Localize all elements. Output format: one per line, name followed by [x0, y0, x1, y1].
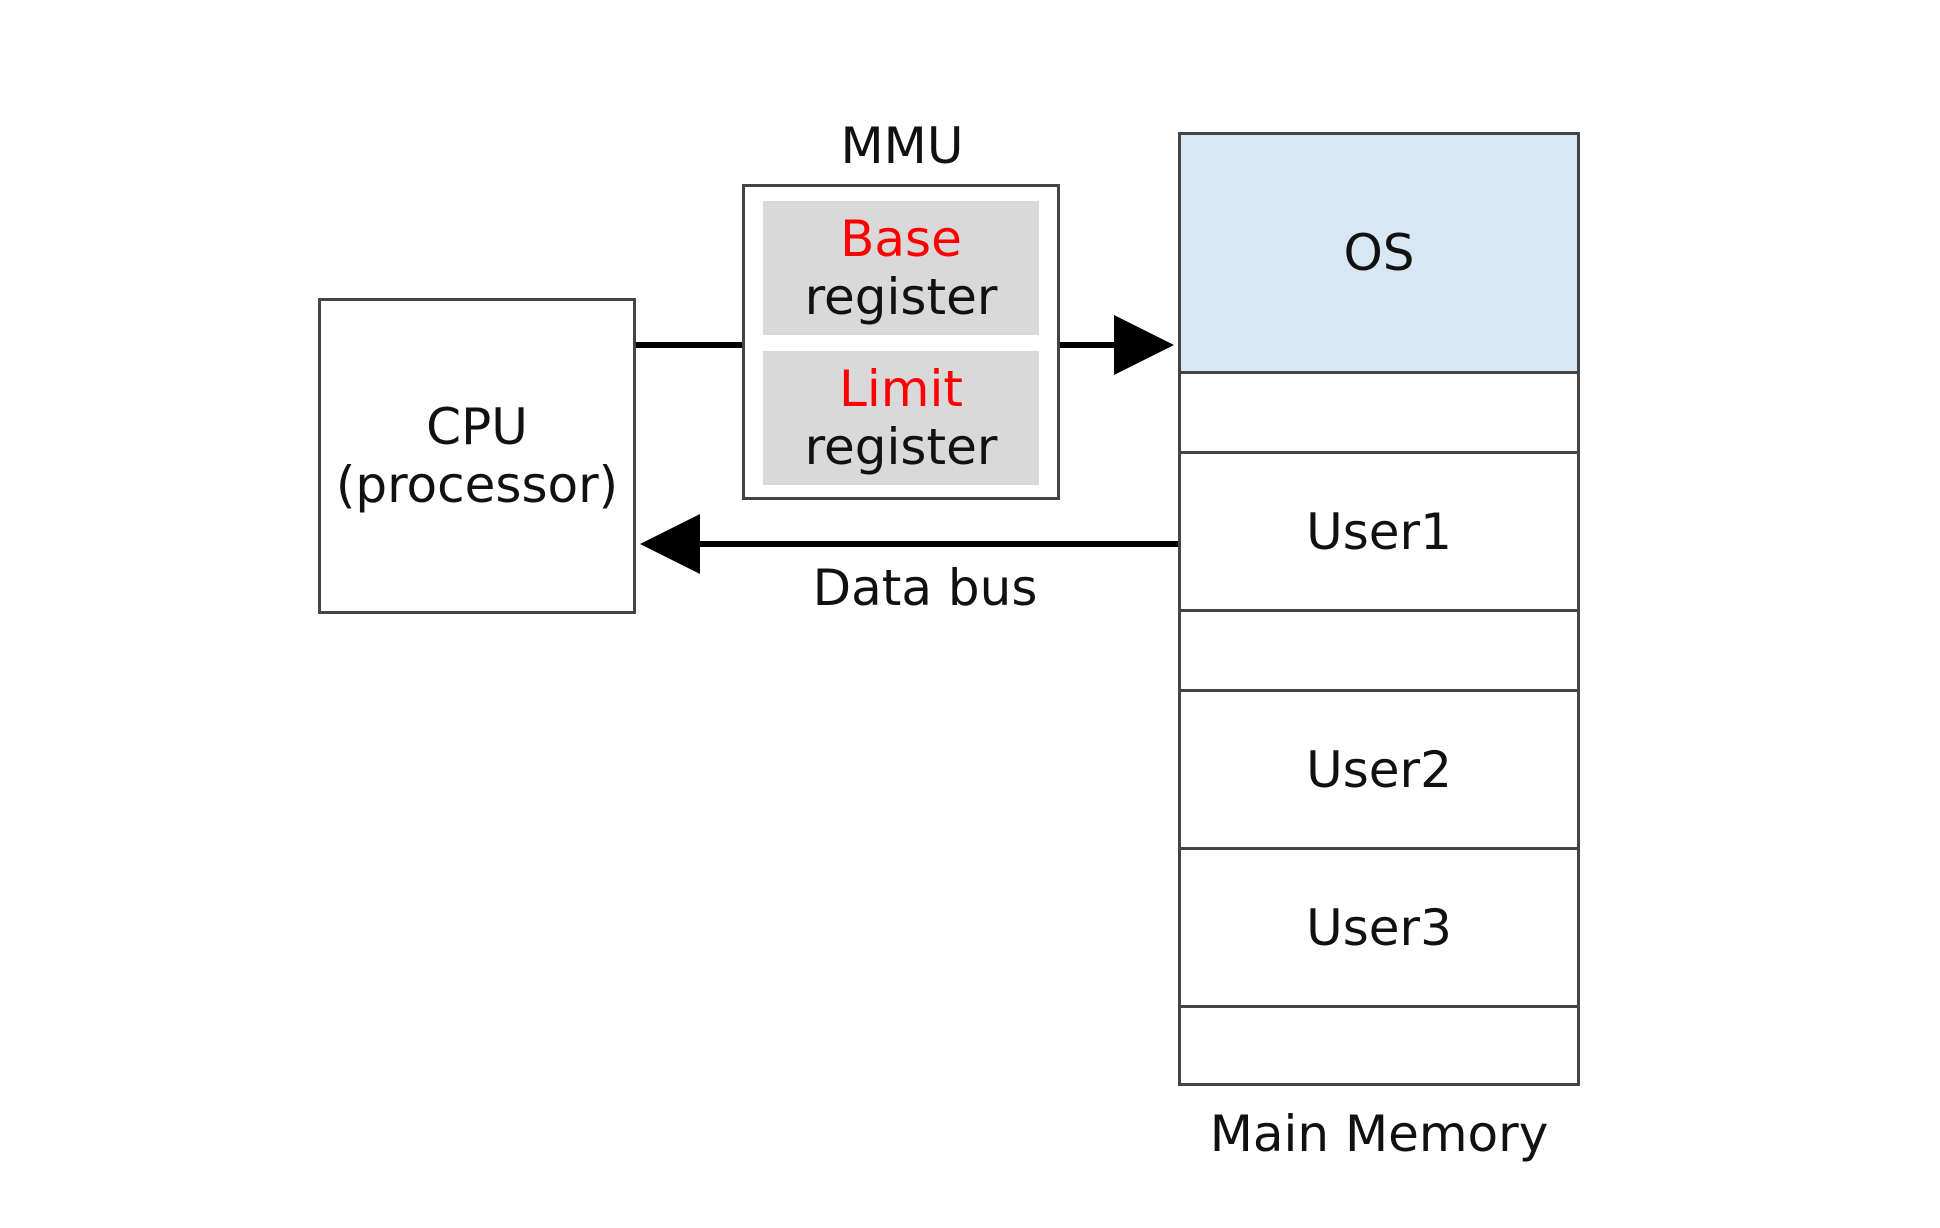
- main-memory: OS User1 User2 User3: [1178, 132, 1580, 1086]
- mmu-title: MMU: [840, 117, 964, 175]
- cpu-sublabel: (processor): [335, 456, 619, 514]
- memory-segment-user3: User3: [1181, 847, 1577, 1005]
- limit-register-sub: register: [804, 418, 998, 476]
- mmu-box: Base register Limit register: [742, 184, 1060, 500]
- main-memory-title: Main Memory: [1209, 1105, 1549, 1163]
- memory-segment-os: OS: [1181, 135, 1577, 371]
- base-register-keyword: Base: [840, 210, 962, 268]
- memory-segment-free: [1181, 371, 1577, 451]
- base-register: Base register: [763, 201, 1039, 335]
- limit-register-keyword: Limit: [839, 360, 963, 418]
- memory-segment-free: [1181, 609, 1577, 689]
- limit-register: Limit register: [763, 351, 1039, 485]
- cpu-label: CPU: [426, 398, 528, 456]
- base-register-sub: register: [804, 268, 998, 326]
- memory-segment-free: [1181, 1005, 1577, 1083]
- memory-segment-user1: User1: [1181, 451, 1577, 609]
- memory-segment-user2: User2: [1181, 689, 1577, 847]
- cpu-box: CPU (processor): [318, 298, 636, 614]
- data-bus-label: Data bus: [812, 559, 1038, 617]
